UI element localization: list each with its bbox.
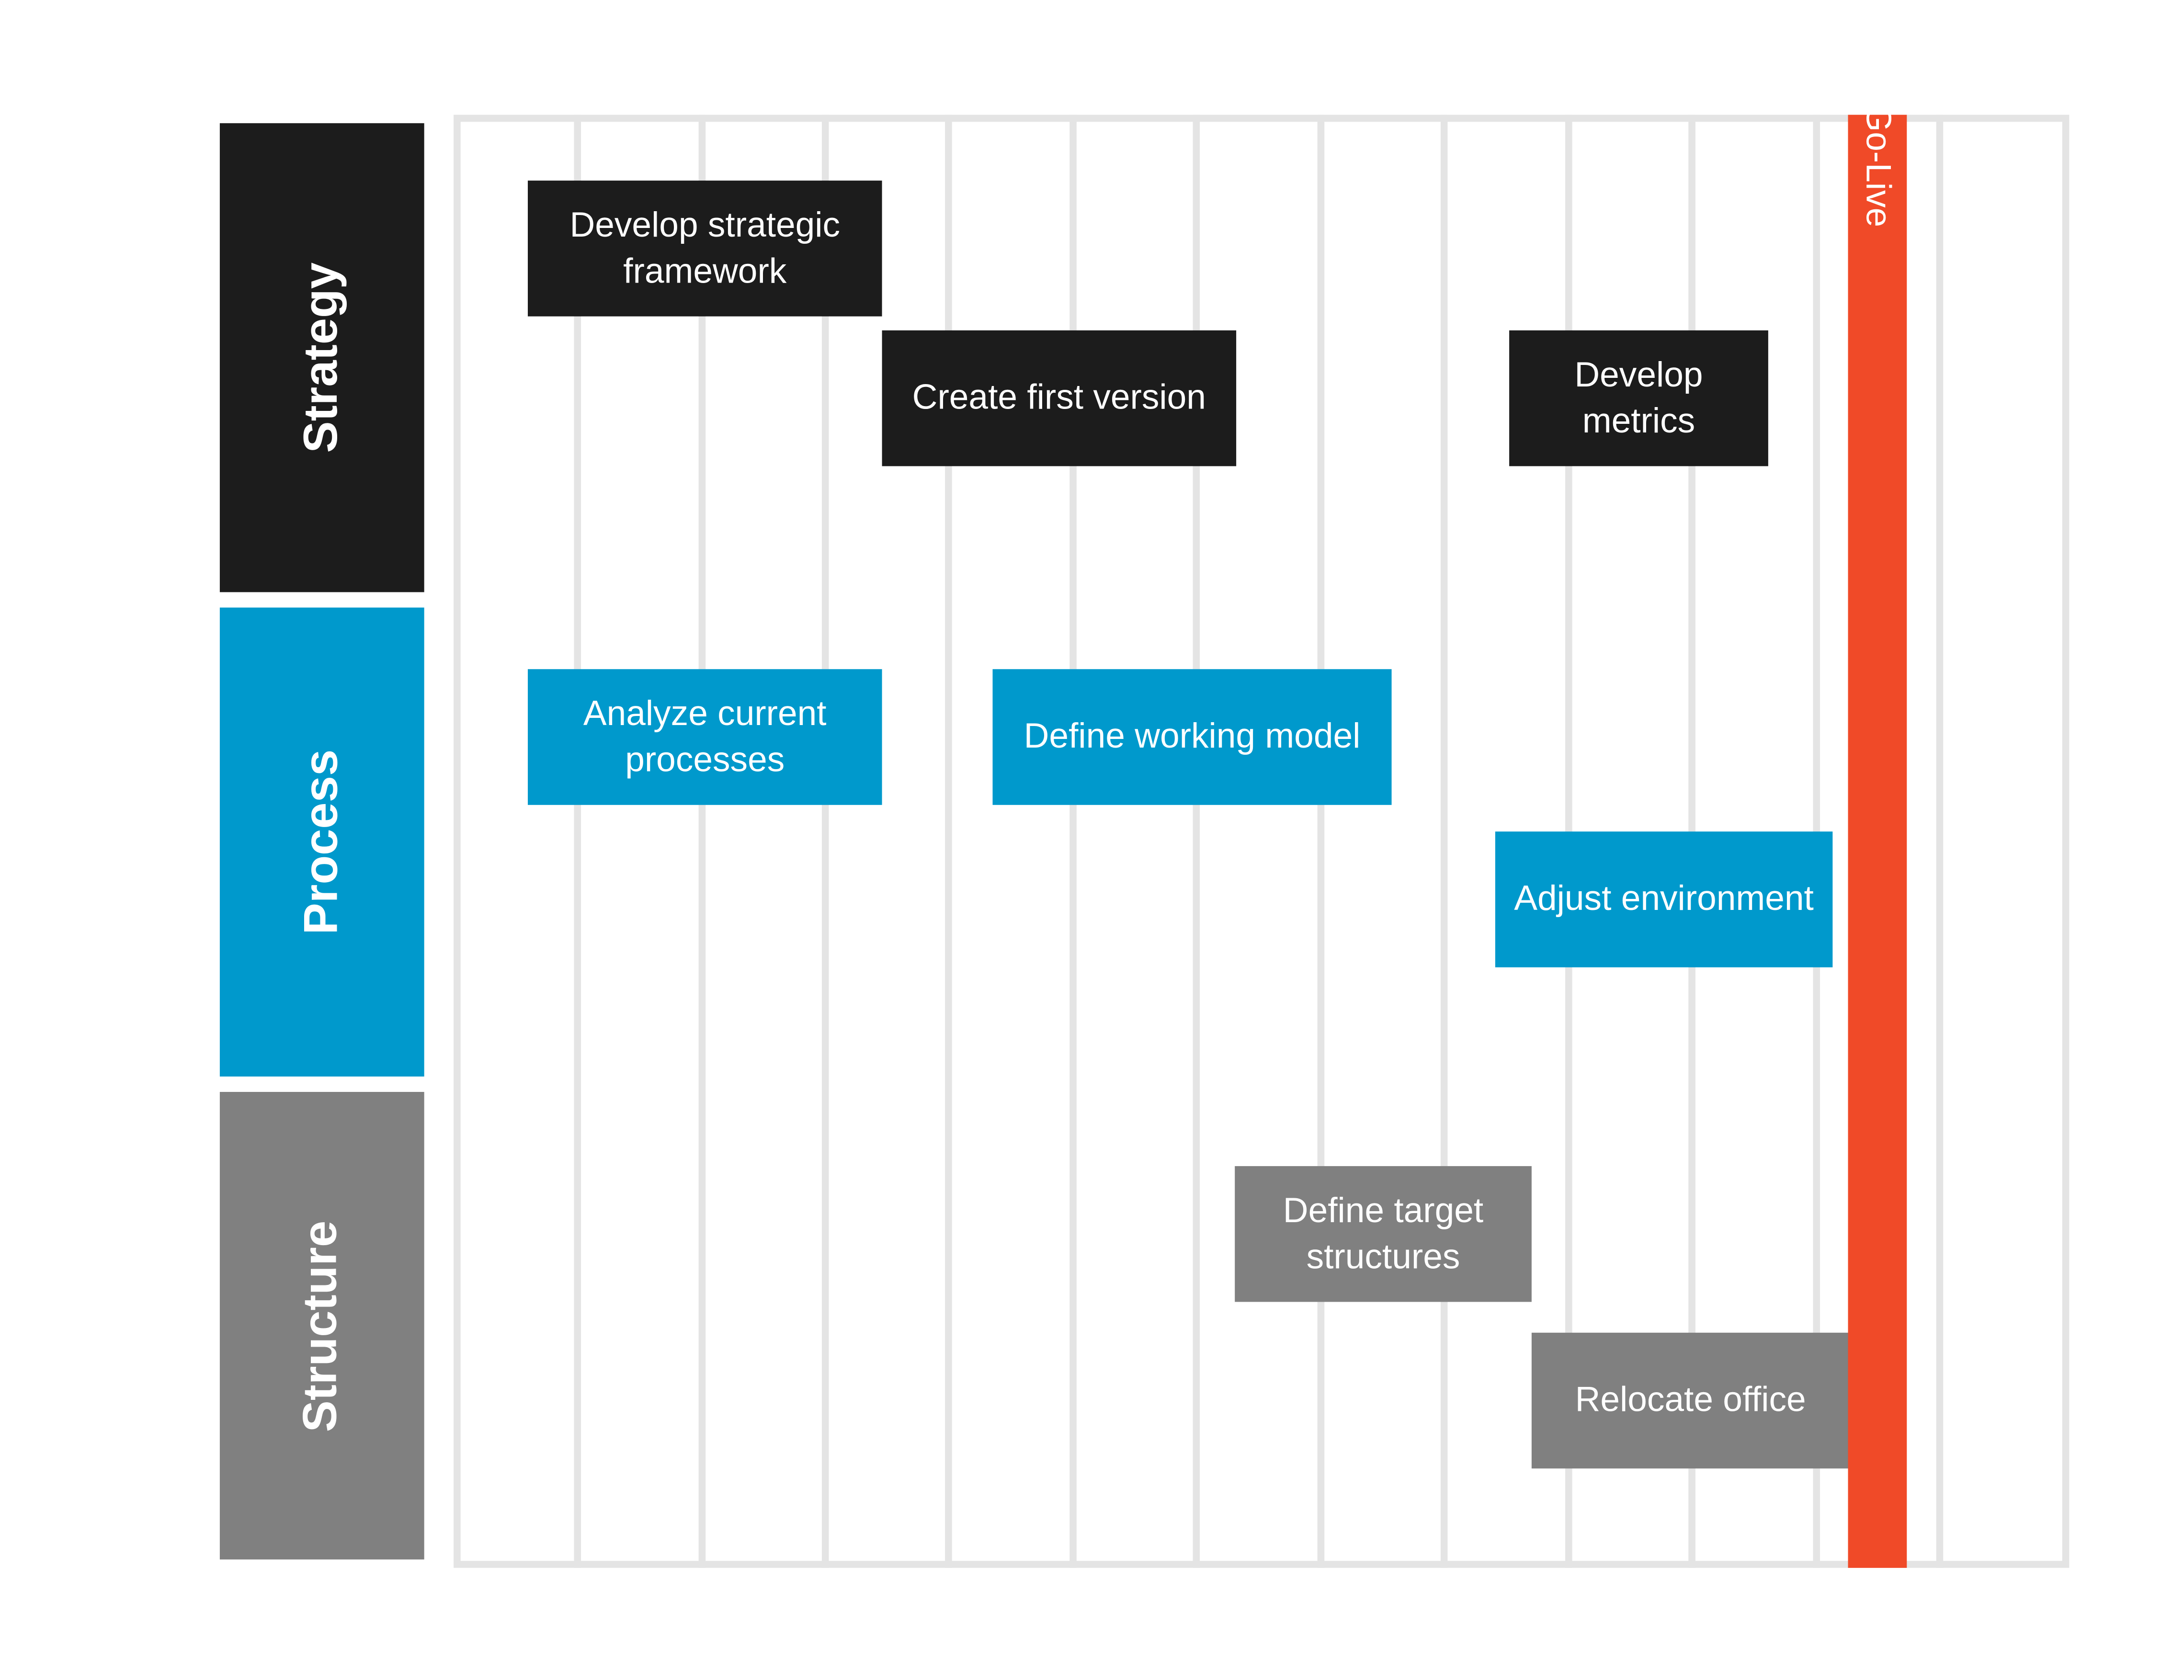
grid-line	[574, 114, 581, 1568]
lane-process-label: Process	[295, 749, 348, 935]
lane-process: Process	[219, 607, 424, 1077]
lane-structure: Structure	[219, 1092, 424, 1560]
task-label: Develop strategic framework	[569, 205, 841, 291]
grid-frame	[454, 114, 2070, 1568]
task-analyze-current-processes: Analyze current processes	[528, 669, 882, 805]
task-adjust-environment: Adjust environment	[1495, 831, 1833, 967]
task-label: Adjust environment	[1514, 879, 1814, 919]
grid-line	[821, 114, 829, 1568]
task-develop-strategic-framework: Develop strategic framework	[528, 181, 882, 317]
task-define-working-model: Define working model	[992, 669, 1392, 805]
grid-line	[1936, 114, 1944, 1568]
lane-strategy: Strategy	[219, 123, 424, 592]
task-create-first-version: Create first version	[882, 330, 1237, 466]
task-label: Relocate office	[1575, 1380, 1806, 1420]
task-define-target-structures: Define target structures	[1235, 1166, 1532, 1302]
golive-label: Go-Live	[1858, 103, 1898, 227]
grid-line	[698, 114, 706, 1568]
task-label: Define target structures	[1283, 1191, 1484, 1276]
golive-milestone-bar: Go-Live	[1848, 104, 1907, 1568]
task-label: Analyze current processes	[583, 693, 827, 779]
lane-structure-label: Structure	[295, 1220, 348, 1432]
grid-line	[945, 114, 952, 1568]
lane-strategy-label: Strategy	[295, 262, 348, 453]
grid-line	[1069, 114, 1077, 1568]
task-label: Develop metrics	[1574, 355, 1703, 441]
task-label: Create first version	[912, 378, 1206, 418]
task-develop-metrics: Develop metrics	[1509, 330, 1768, 466]
task-label: Define working model	[1024, 716, 1361, 756]
task-relocate-office: Relocate office	[1531, 1332, 1850, 1469]
grid-line	[1317, 114, 1325, 1568]
grid-line	[1440, 114, 1448, 1568]
grid-line	[1193, 114, 1200, 1568]
